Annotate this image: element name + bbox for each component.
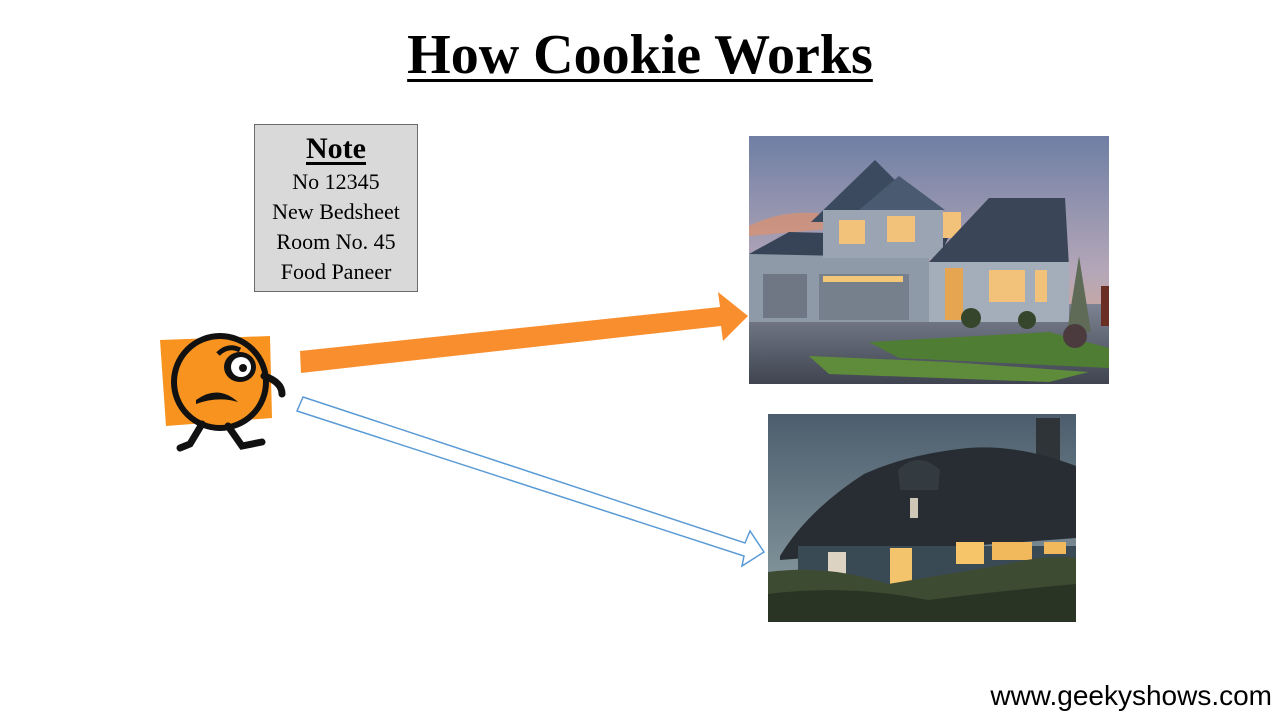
- note-line: No 12345: [292, 169, 380, 194]
- orange-arrow: [300, 292, 748, 373]
- note-line: New Bedsheet: [272, 199, 400, 224]
- cookie-mouth: [196, 392, 238, 404]
- note-heading: Note: [306, 132, 366, 165]
- cookie-character: [160, 333, 286, 452]
- cookie-pupil: [239, 364, 247, 372]
- outline-arrow: [295, 396, 766, 568]
- note-card: Note No 12345 New Bedsheet Room No. 45 F…: [254, 124, 418, 292]
- small-house-photo: [768, 414, 1076, 622]
- site-watermark: www.geekyshows.com: [990, 680, 1272, 711]
- big-house-photo: [749, 136, 1109, 384]
- slide-title: How Cookie Works: [407, 24, 873, 86]
- note-line: Room No. 45: [276, 229, 396, 254]
- note-lines: No 12345 New Bedsheet Room No. 45 Food P…: [255, 167, 417, 287]
- cookie-brow: [216, 345, 242, 356]
- note-line: Food Paneer: [280, 259, 392, 284]
- cookie-leg-right: [224, 422, 266, 450]
- cookie-leg-left: [176, 420, 206, 452]
- cookie-arm: [260, 372, 286, 398]
